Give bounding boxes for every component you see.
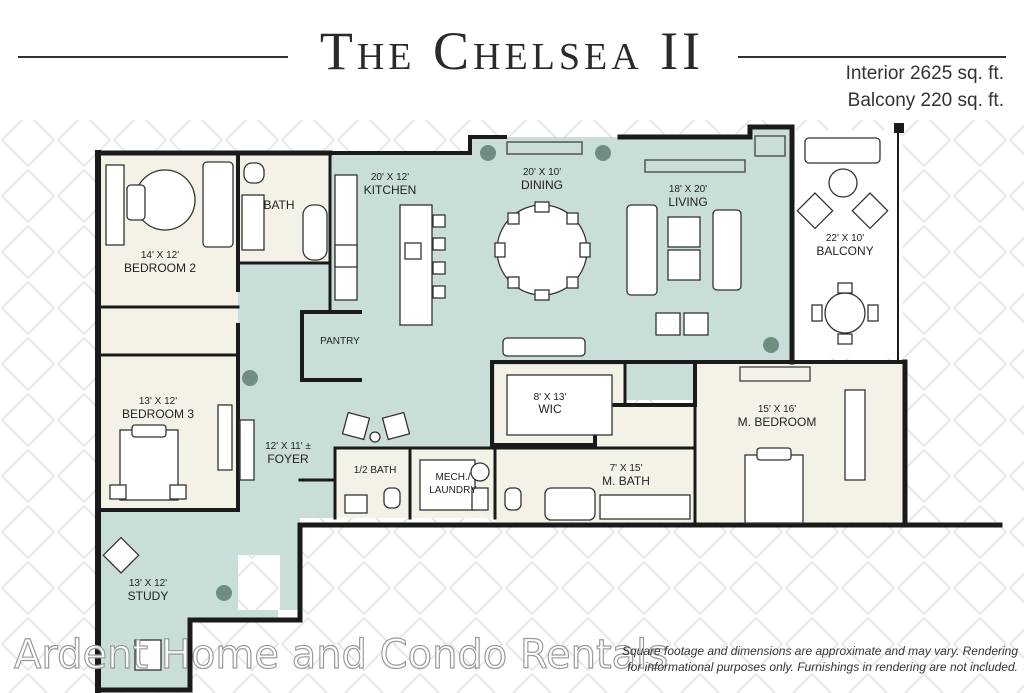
walls bbox=[95, 124, 1003, 693]
title-rule-right bbox=[738, 56, 1006, 58]
living-label: LIVING bbox=[668, 195, 707, 209]
bedroom3-dim: 13' X 12' bbox=[139, 396, 177, 407]
disclaimer-line-2: for informational purposes only. Furnish… bbox=[627, 660, 1018, 674]
bedroom3-label: BEDROOM 3 bbox=[122, 407, 194, 421]
balcony-label: BALCONY bbox=[816, 244, 873, 258]
kitchen-label: KITCHEN bbox=[364, 183, 417, 197]
plant-icon bbox=[216, 585, 232, 601]
disclaimer: Square footage and dimensions are approx… bbox=[588, 643, 1018, 675]
balcony-post bbox=[894, 123, 904, 133]
plant-icons bbox=[216, 145, 779, 601]
living-dim: 18' X 20' bbox=[669, 184, 707, 195]
plant-icon bbox=[595, 145, 611, 161]
closet-floor bbox=[100, 307, 238, 355]
dining-label: DINING bbox=[521, 178, 563, 192]
wic-label: WIC bbox=[538, 402, 562, 416]
bath-label: BATH bbox=[263, 198, 294, 212]
bedroom2-label: BEDROOM 2 bbox=[124, 261, 196, 275]
title-rule-left bbox=[18, 56, 288, 58]
master-bedroom-label: M. BEDROOM bbox=[738, 415, 817, 429]
half-bath-label: 1/2 BATH bbox=[354, 465, 397, 476]
wic-dim: 8' X 13' bbox=[534, 392, 567, 403]
study-label: STUDY bbox=[128, 589, 169, 603]
balcony-area: Balcony 220 sq. ft. bbox=[847, 90, 1004, 111]
plant-icon bbox=[480, 145, 496, 161]
windows bbox=[506, 135, 811, 382]
watermark: Ardent Home and Condo Rentals bbox=[13, 631, 669, 678]
plant-icon bbox=[763, 337, 779, 353]
master-bath-label: M. BATH bbox=[602, 474, 650, 488]
furniture bbox=[102, 137, 889, 671]
plant-icon bbox=[242, 370, 258, 386]
mech-label-2: LAUNDRY bbox=[429, 485, 477, 496]
bedroom2-dim: 14' X 12' bbox=[141, 250, 179, 261]
foyer-dim: 12' X 11' ± bbox=[265, 441, 311, 452]
balcony-dim: 22' X 10' bbox=[826, 233, 864, 244]
study-dim: 13' X 12' bbox=[129, 578, 167, 589]
mech-label-1: MECH./ bbox=[436, 472, 471, 483]
dining-dim: 20' X 10' bbox=[523, 167, 561, 178]
page-title: The Chelsea II bbox=[319, 21, 705, 81]
pantry-label: PANTRY bbox=[320, 336, 360, 347]
kitchen-dim: 20' X 12' bbox=[371, 172, 409, 183]
master-bedroom-floor bbox=[595, 362, 905, 522]
room-labels: 20' X 12' KITCHEN 20' X 10' DINING 18' X… bbox=[122, 167, 874, 603]
master-bath-dim: 7' X 15' bbox=[610, 463, 643, 474]
master-bedroom-dim: 15' X 16' bbox=[758, 404, 796, 415]
interior-area: Interior 2625 sq. ft. bbox=[845, 63, 1004, 84]
disclaimer-line-1: Square footage and dimensions are approx… bbox=[621, 644, 1018, 658]
foyer-label: FOYER bbox=[267, 452, 309, 466]
header: The Chelsea II bbox=[0, 10, 1024, 81]
